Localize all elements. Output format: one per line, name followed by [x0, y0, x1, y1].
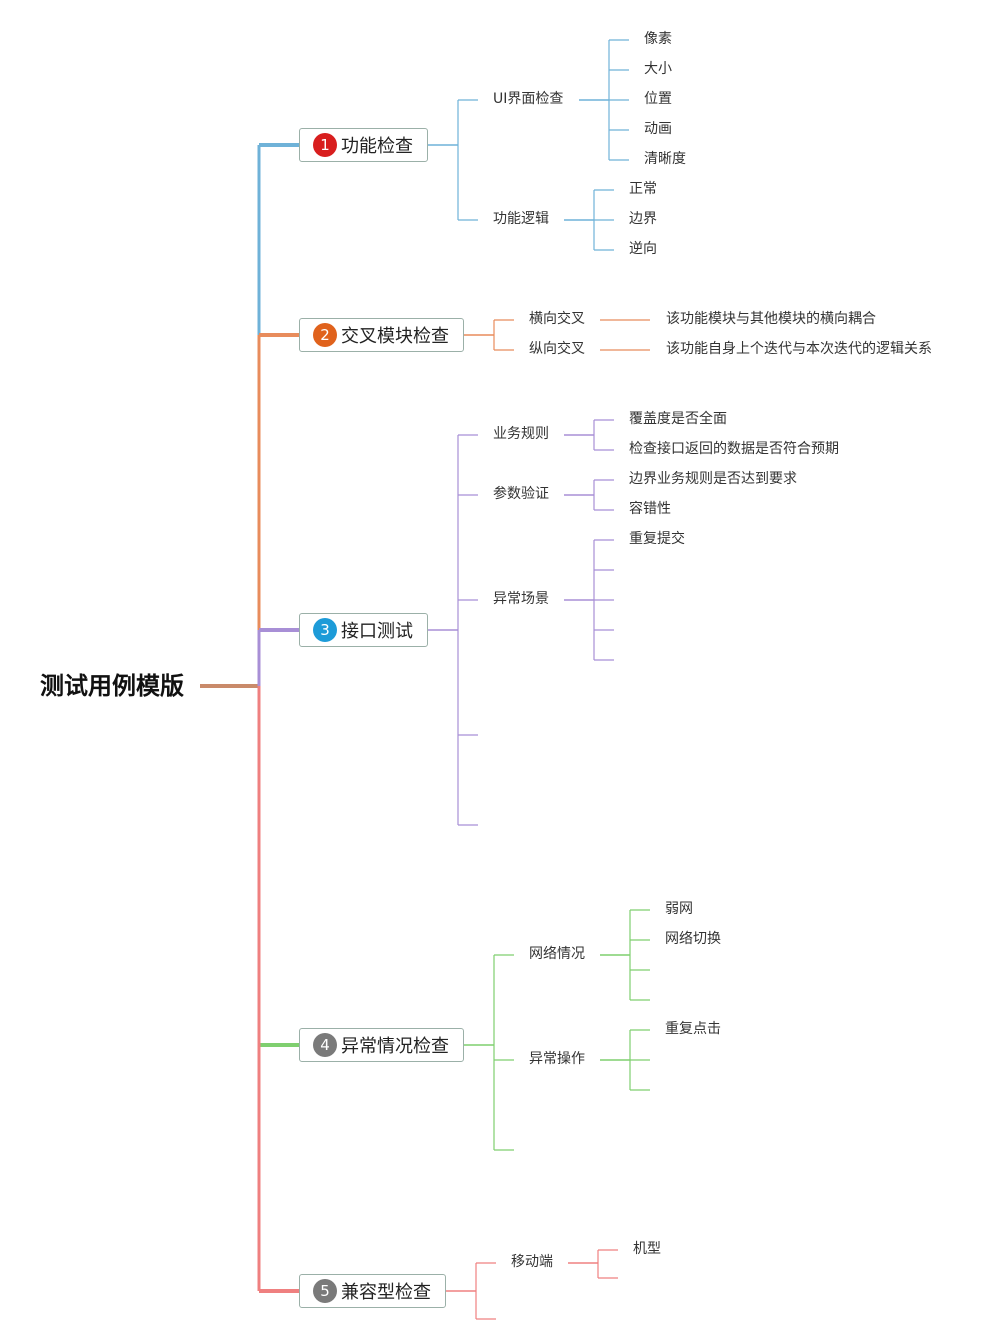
- level2-topic[interactable]: 功能逻辑: [493, 211, 549, 227]
- level3-topic[interactable]: 动画: [644, 121, 672, 137]
- level3-topic[interactable]: 大小: [644, 61, 672, 77]
- number-badge-icon: 2: [313, 323, 337, 347]
- level3-topic[interactable]: 网络切换: [665, 931, 721, 947]
- level2-topic[interactable]: 异常操作: [529, 1051, 585, 1067]
- number-badge-icon: 4: [313, 1033, 337, 1057]
- branch-label: 交叉模块检查: [341, 326, 449, 347]
- level3-topic[interactable]: 像素: [644, 31, 672, 47]
- level3-topic[interactable]: 容错性: [629, 501, 671, 517]
- branch-label: 功能检查: [341, 136, 413, 157]
- level3-topic[interactable]: 逆向: [629, 241, 657, 257]
- level2-topic[interactable]: UI界面检查: [493, 91, 564, 107]
- level3-topic[interactable]: 清晰度: [644, 151, 686, 167]
- level2-topic[interactable]: 异常场景: [493, 591, 549, 607]
- level2-topic[interactable]: 纵向交叉: [529, 341, 585, 357]
- level2-topic[interactable]: 网络情况: [529, 946, 585, 962]
- level2-topic[interactable]: 参数验证: [493, 486, 549, 502]
- level2-topic[interactable]: 业务规则: [493, 426, 549, 442]
- level2-topic[interactable]: 横向交叉: [529, 311, 585, 327]
- level3-topic[interactable]: 边界: [629, 211, 657, 227]
- level3-topic[interactable]: 弱网: [665, 901, 693, 917]
- number-badge-icon: 5: [313, 1279, 337, 1303]
- root-topic[interactable]: 测试用例模版: [40, 672, 184, 700]
- level3-topic[interactable]: 该功能模块与其他模块的横向耦合: [666, 311, 876, 327]
- level3-topic[interactable]: 重复提交: [629, 531, 685, 547]
- number-badge-icon: 3: [313, 618, 337, 642]
- level3-topic[interactable]: 位置: [644, 91, 672, 107]
- branch-label: 兼容型检查: [341, 1282, 431, 1303]
- level3-topic[interactable]: 重复点击: [665, 1021, 721, 1037]
- level3-topic[interactable]: 该功能自身上个迭代与本次迭代的逻辑关系: [666, 341, 932, 357]
- level2-topic[interactable]: 移动端: [511, 1254, 553, 1270]
- level3-topic[interactable]: 正常: [629, 181, 657, 197]
- level3-topic[interactable]: 检查接口返回的数据是否符合预期: [629, 441, 839, 457]
- level3-topic[interactable]: 覆盖度是否全面: [629, 411, 727, 427]
- branch-label: 接口测试: [341, 621, 413, 642]
- level3-topic[interactable]: 机型: [633, 1241, 661, 1257]
- branch-label: 异常情况检查: [341, 1036, 449, 1057]
- number-badge-icon: 1: [313, 133, 337, 157]
- level3-topic[interactable]: 边界业务规则是否达到要求: [629, 471, 797, 487]
